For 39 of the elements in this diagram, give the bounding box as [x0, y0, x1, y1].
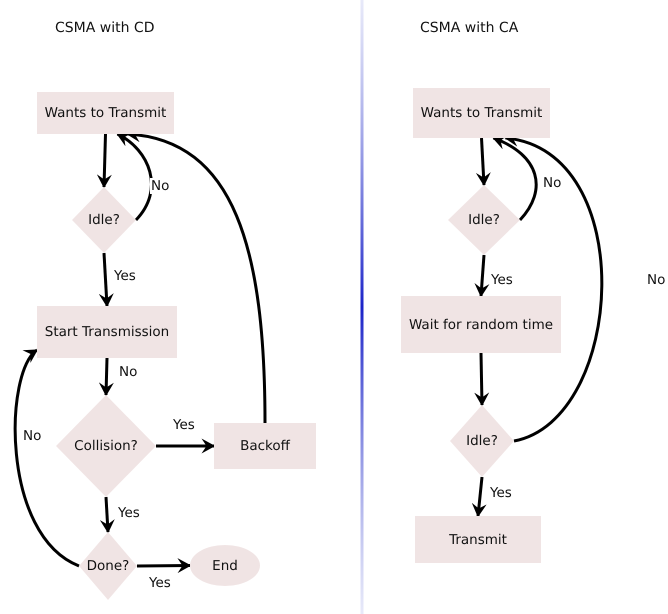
process-box — [413, 88, 550, 138]
node-label: Backoff — [240, 438, 290, 454]
node-label: Idle? — [466, 433, 498, 449]
arrow — [472, 476, 487, 518]
arrow — [156, 438, 216, 454]
decision-diamond — [450, 405, 514, 477]
arrow — [96, 134, 112, 188]
arrow — [100, 496, 115, 534]
decision-diamond — [56, 395, 156, 497]
node-label: Idle? — [468, 212, 500, 228]
node-label: Start Transmission — [44, 324, 170, 340]
arrow — [492, 136, 538, 221]
node-label: Done? — [86, 558, 130, 574]
process-box — [401, 296, 561, 353]
decision-diamond — [448, 185, 520, 255]
node-label: End — [212, 558, 238, 574]
node-label: Collision? — [74, 438, 138, 454]
node-label: Wait for random time — [408, 316, 554, 332]
process-box — [37, 306, 177, 358]
arrow — [116, 132, 153, 221]
arrow — [136, 558, 192, 574]
diagram-heading: CSMA with CD — [55, 20, 154, 36]
arrow — [474, 352, 490, 406]
arrow — [476, 138, 491, 186]
node-label: Wants to Transmit — [420, 105, 542, 121]
arrow — [98, 358, 114, 396]
arrow — [474, 254, 490, 298]
process-box — [415, 516, 541, 563]
process-box — [214, 423, 316, 469]
decision-diamond — [72, 187, 136, 253]
node-label: Transmit — [449, 532, 507, 548]
arrow — [98, 252, 114, 308]
decision-diamond — [79, 532, 137, 600]
node-label: Idle? — [88, 212, 120, 228]
node-label: Wants to Transmit — [44, 105, 166, 121]
arrow — [14, 348, 80, 568]
edge-label: No — [150, 178, 170, 194]
diagram-heading: CSMA with CA — [420, 20, 518, 36]
process-box — [37, 92, 174, 134]
